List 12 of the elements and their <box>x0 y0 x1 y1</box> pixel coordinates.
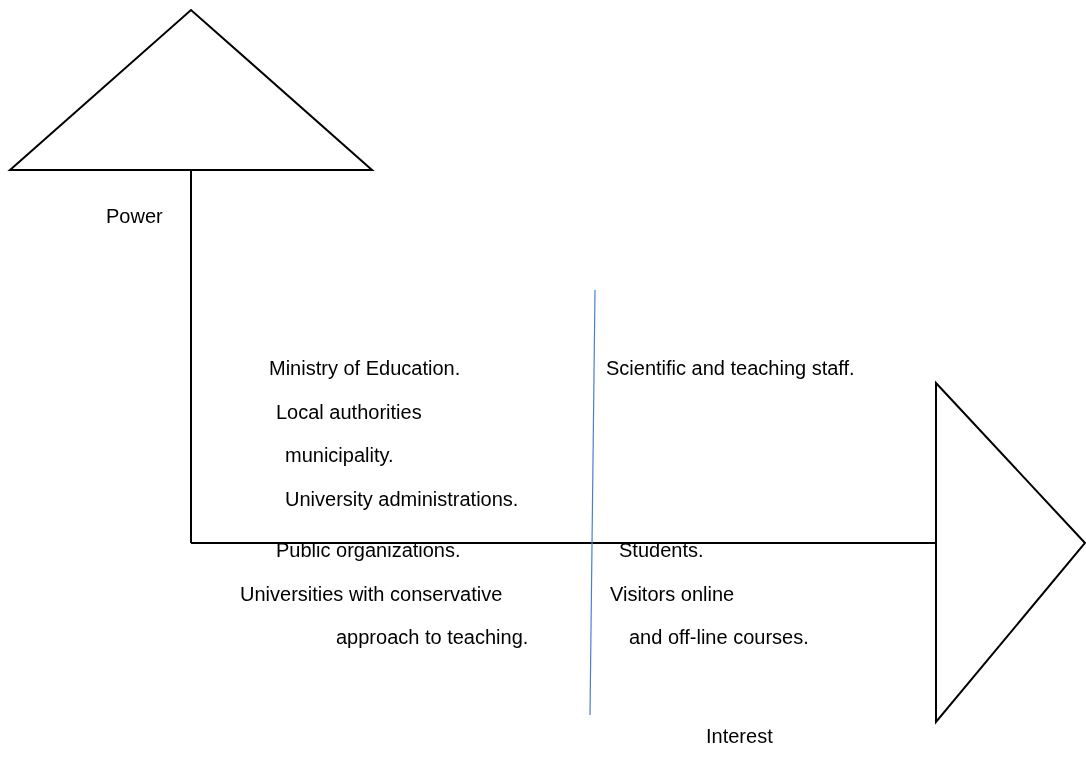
stakeholder-text: municipality. <box>285 443 394 467</box>
stakeholder-text: approach to teaching. <box>336 625 529 649</box>
stakeholder-text: Universities with conservative <box>240 582 503 606</box>
stakeholder-text: and off-line courses. <box>629 625 809 649</box>
stakeholder-text: Ministry of Education. <box>269 356 461 380</box>
stakeholder-text: University administrations. <box>285 487 519 511</box>
axis-label: Interest <box>706 724 773 748</box>
stakeholder-text: Visitors online <box>610 582 735 606</box>
axis-label: Power <box>106 204 163 228</box>
stakeholder-text: Local authorities <box>276 400 422 424</box>
stakeholder-text: Students. <box>619 538 704 562</box>
stakeholder-text: Scientific and teaching staff. <box>606 356 855 380</box>
